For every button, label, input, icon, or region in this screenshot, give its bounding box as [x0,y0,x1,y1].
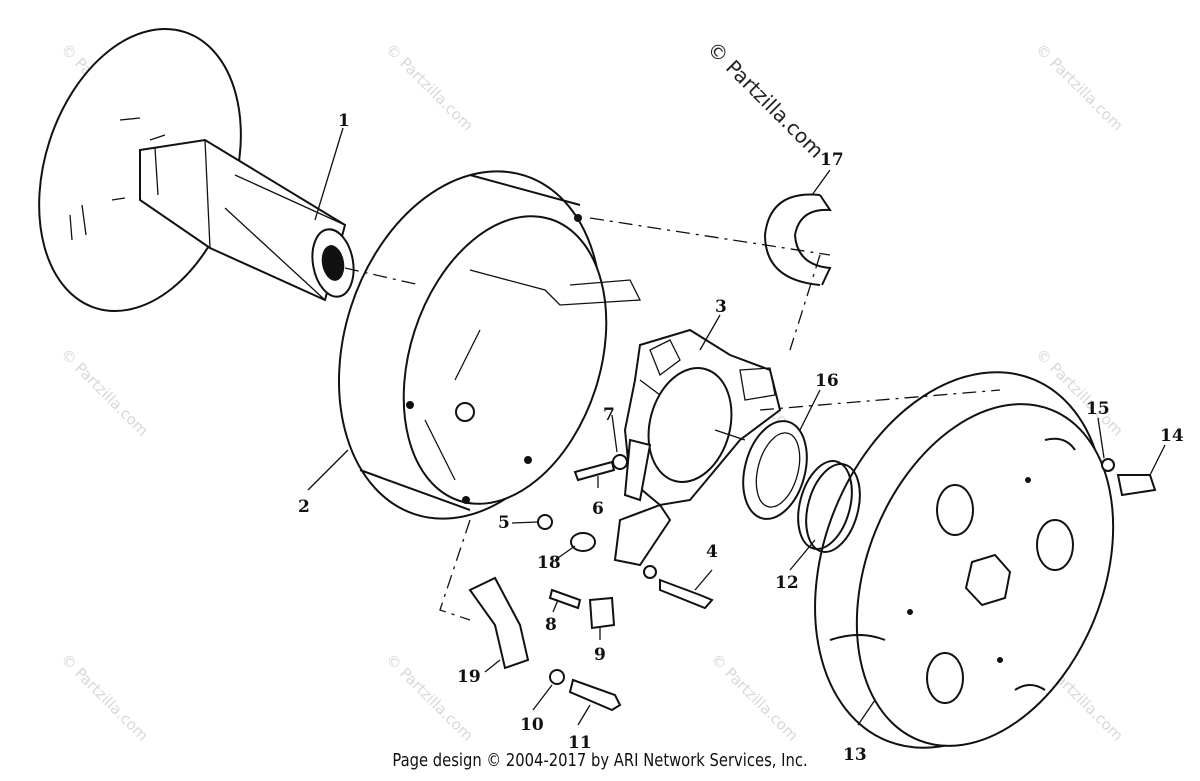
callout-7: 7 [603,405,615,425]
watermark: © Partzilla.com [57,345,152,440]
callout-6: 6 [592,499,604,519]
callout-19: 19 [457,667,481,687]
part-driven-pulley [814,371,1115,749]
callout-12: 12 [775,573,799,593]
part-bushing-9 [588,596,616,630]
callout-labels: 1 2 3 4 5 6 7 8 9 10 11 12 13 14 15 16 1… [298,111,1184,765]
watermark: © Partzilla.com [382,40,477,135]
alignment-lines [344,217,1001,621]
part-nut-5 [537,514,553,530]
callout-18: 18 [537,553,561,573]
callout-1: 1 [338,111,350,131]
part-bolt-6 [573,460,616,482]
part-bolt-14 [1101,458,1157,497]
part-washer-10 [549,669,565,685]
part-spring [797,460,861,553]
part-bolt-4 [659,578,714,610]
part-arm-19 [468,576,530,670]
callout-4: 4 [706,542,718,562]
callout-2: 2 [298,497,310,517]
callout-10: 10 [520,715,544,735]
callout-9: 9 [594,645,606,665]
callout-8: 8 [545,615,557,635]
callout-3: 3 [715,297,727,317]
part-clutch-housing [338,170,642,520]
callout-11: 11 [568,733,592,753]
watermark-top: © Partzilla.com [702,37,828,163]
callout-17: 17 [820,150,844,170]
watermark: © Partzilla.com [382,650,477,745]
part-clutch-assembly [613,328,782,567]
part-pin-8 [548,588,582,610]
part-sheave-shaft [38,28,355,312]
part-spacer [742,420,808,520]
watermark: © Partzilla.com [1032,40,1127,135]
watermark: © Partzilla.com [707,650,802,745]
callout-16: 16 [815,371,839,391]
watermark: © Partzilla.com [57,650,152,745]
callout-13: 13 [843,745,867,765]
part-screw-11 [568,678,622,712]
part-retainer-ring [763,193,832,286]
callout-15: 15 [1086,399,1110,419]
part-washer-18 [570,532,596,552]
footer-copyright: Page design © 2004-2017 by ARI Network S… [392,750,808,771]
callout-14: 14 [1160,426,1184,446]
callout-5: 5 [498,513,510,533]
leader-lines [307,127,1166,726]
